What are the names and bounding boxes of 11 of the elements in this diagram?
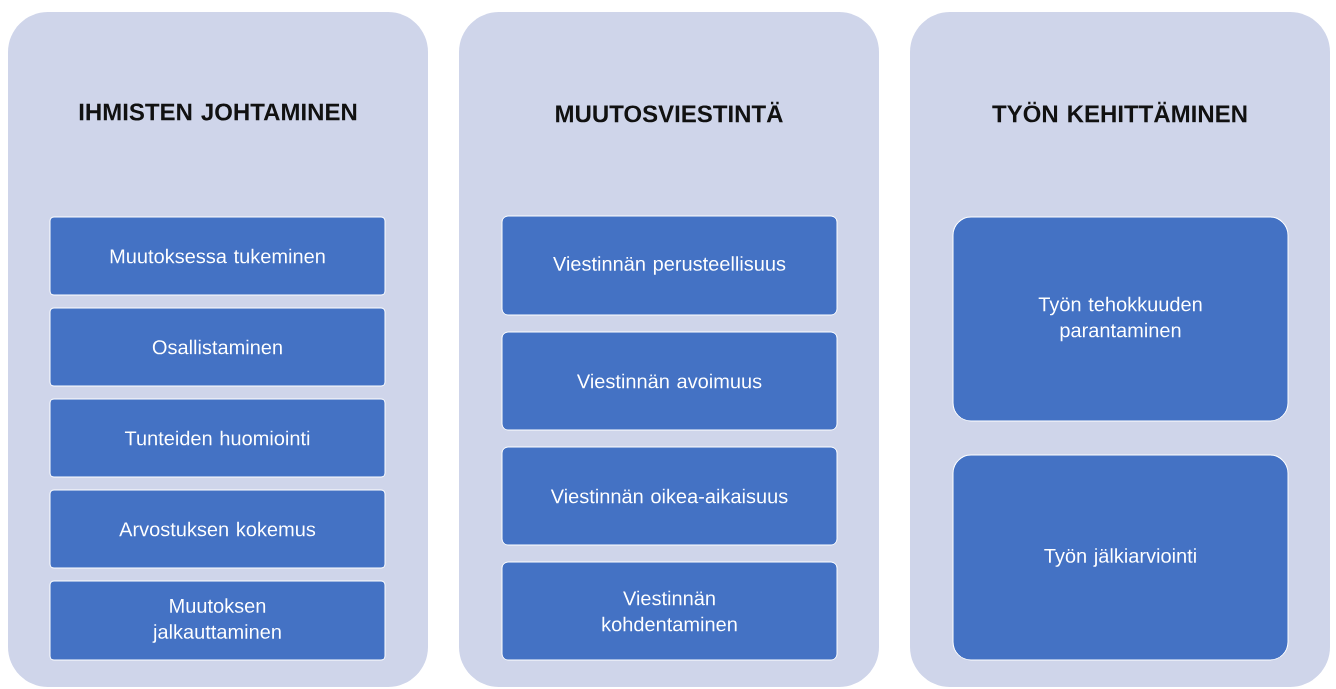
item-box: Työn jälkiarviointi bbox=[952, 454, 1289, 661]
item-box: Viestinnän kohdentaminen bbox=[501, 561, 838, 661]
item-box: Työn tehokkuuden parantaminen bbox=[952, 216, 1289, 422]
item-box: Muutoksen jalkauttaminen bbox=[49, 580, 386, 661]
item-box: Viestinnän oikea-aikaisuus bbox=[501, 446, 838, 546]
item-box: Osallistaminen bbox=[49, 307, 386, 387]
item-box: Muutoksessa tukeminen bbox=[49, 216, 386, 296]
item-box: Viestinnän perusteellisuus bbox=[501, 215, 838, 316]
item-box: Arvostuksen kokemus bbox=[49, 489, 386, 569]
item-box: Tunteiden huomiointi bbox=[49, 398, 386, 478]
item-box: Viestinnän avoimuus bbox=[501, 331, 838, 431]
